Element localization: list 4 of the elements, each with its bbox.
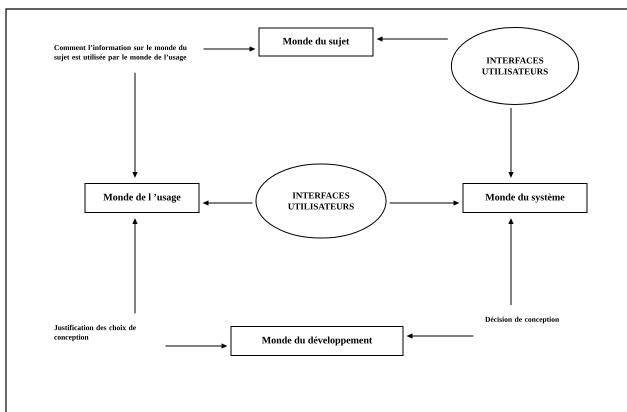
process-box: Monde du sujet xyxy=(258,28,374,56)
process-box: Monde du système xyxy=(462,183,588,213)
process-box: Monde de l ’usage xyxy=(84,183,200,213)
process-box: Monde du développement xyxy=(230,326,404,356)
